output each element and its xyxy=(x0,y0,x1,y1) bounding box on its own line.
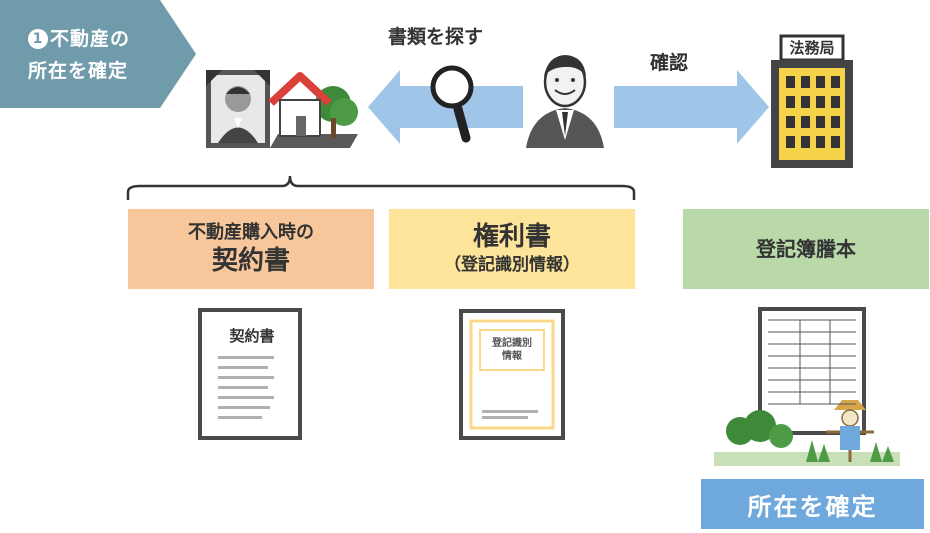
contract-text-line xyxy=(218,406,270,409)
field-scene-icon xyxy=(714,400,900,466)
contract-doc-label: 契約書 xyxy=(229,327,275,345)
building-window xyxy=(801,136,810,148)
building-window xyxy=(816,136,825,148)
contract-text-line xyxy=(218,386,268,389)
building-window xyxy=(786,96,795,108)
search-label: 書類を探す xyxy=(388,26,484,48)
building-window xyxy=(831,136,840,148)
magnifier-icon xyxy=(430,65,474,143)
step-number-badge: 1 xyxy=(28,29,48,49)
building-window xyxy=(801,96,810,108)
step-tag xyxy=(0,0,196,108)
result-box: 所在を確定 xyxy=(701,479,924,529)
contract-text-line xyxy=(218,366,268,369)
title-deed-box: 権利書 （登記識別情報） xyxy=(389,209,635,289)
building-window xyxy=(816,96,825,108)
step-title-line2: 所在を確定 xyxy=(28,60,129,82)
contract-box-line2: 契約書 xyxy=(211,246,290,276)
building-window xyxy=(831,76,840,88)
building-window xyxy=(786,76,795,88)
office-label: 法務局 xyxy=(789,39,835,57)
building-window xyxy=(801,76,810,88)
registry-box-label: 登記簿謄本 xyxy=(756,237,856,261)
building-window xyxy=(831,96,840,108)
building-window xyxy=(816,76,825,88)
confirm-label: 確認 xyxy=(650,52,689,74)
step-title-text1: 不動産の xyxy=(50,28,131,50)
title-deed-document-icon xyxy=(459,309,565,440)
title-deed-box-line2: （登記識別情報） xyxy=(444,255,580,275)
contract-text-line xyxy=(218,396,274,399)
building-window xyxy=(786,136,795,148)
contract-text-line xyxy=(218,416,262,419)
contract-text-line xyxy=(218,356,274,359)
brace-icon xyxy=(126,175,636,200)
contract-box: 不動産購入時の 契約書 xyxy=(128,209,374,289)
confirm-arrow-icon xyxy=(614,70,769,144)
title-deed-text-line xyxy=(482,416,528,419)
title-deed-text-line xyxy=(482,410,538,413)
house-icon xyxy=(268,72,358,148)
title-deed-box-line1: 権利書 xyxy=(472,222,551,252)
person-icon xyxy=(526,55,604,148)
title-deed-doc-label-line2: 情報 xyxy=(502,351,522,362)
building-window xyxy=(816,116,825,128)
building-window xyxy=(801,116,810,128)
title-deed-doc-label: 登記識別 情報 xyxy=(484,337,540,363)
title-deed-doc-label-line1: 登記識別 xyxy=(492,338,532,349)
registry-box: 登記簿謄本 xyxy=(683,209,929,289)
building-window xyxy=(786,116,795,128)
contract-box-line1: 不動産購入時の xyxy=(188,222,314,243)
contract-text-line xyxy=(218,376,274,379)
deceased-portrait-icon xyxy=(206,70,270,148)
building-window xyxy=(831,116,840,128)
